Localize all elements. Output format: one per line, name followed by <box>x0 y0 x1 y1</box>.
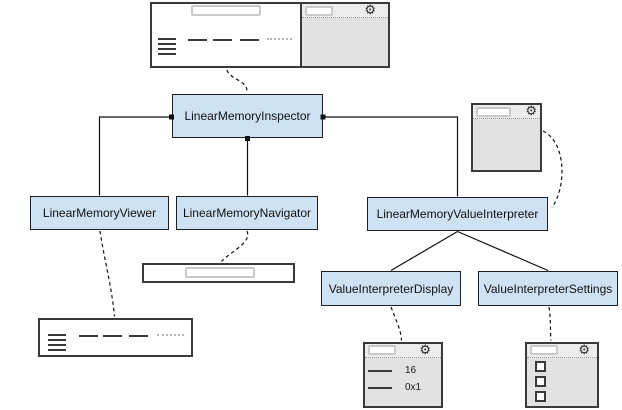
viewer-ui-mock <box>38 318 193 357</box>
component-label: LinearMemoryNavigator <box>182 206 312 220</box>
value-dash-decoration <box>368 369 392 372</box>
settings-panel-mock: ⚙ <box>525 342 599 408</box>
connector-dashed-navigator-navigatorui <box>221 230 249 262</box>
component-interpreter-display: ValueInterpreterDisplay <box>321 271 461 306</box>
ascii-dots-decoration <box>267 38 292 40</box>
byte-dash-decoration <box>79 335 98 337</box>
connector-inspector-viewer <box>98 116 171 196</box>
value-text: 16 <box>405 365 417 376</box>
pane-header: ⚙ <box>365 342 441 358</box>
connector-interpreter-settings <box>457 230 549 272</box>
pane-header: ⚙ <box>473 103 540 119</box>
connector-interpreter-display <box>390 230 458 272</box>
gear-icon: ⚙ <box>419 342 431 357</box>
byte-dash-decoration <box>129 335 148 337</box>
component-viewer: LinearMemoryViewer <box>30 196 169 230</box>
connector-dashed-display-displayui <box>390 306 403 341</box>
pane-input-mock <box>368 345 396 355</box>
value-row: 0x1 <box>368 382 421 393</box>
component-label: LinearMemoryValueInterpreter <box>376 207 539 221</box>
byte-dash-decoration <box>103 335 122 337</box>
component-label: LinearMemoryInspector <box>184 109 311 123</box>
component-label: ValueInterpreterSettings <box>483 281 613 296</box>
memory-rows-decoration <box>158 38 176 58</box>
connector-inspector-interpreter <box>323 116 459 197</box>
address-input-mock <box>185 267 255 278</box>
component-value-interpreter: LinearMemoryValueInterpreter <box>367 197 548 231</box>
pane-input-mock <box>305 6 333 16</box>
checkbox-mock <box>535 391 546 402</box>
byte-dash-decoration <box>188 39 207 41</box>
gear-icon: ⚙ <box>525 103 537 118</box>
connector-dashed-viewer-viewerui <box>99 230 116 317</box>
checkbox-mock <box>535 361 546 372</box>
gear-icon: ⚙ <box>364 2 376 17</box>
pane-input-mock <box>476 107 511 117</box>
checkbox-mock <box>535 376 546 387</box>
component-label: LinearMemoryViewer <box>42 206 157 220</box>
interpreter-pane-mock: ⚙ <box>300 2 388 66</box>
component-navigator: LinearMemoryNavigator <box>176 196 318 230</box>
interpreter-panel-mock: ⚙ <box>471 103 542 172</box>
navigator-input-mock <box>142 263 295 283</box>
byte-dash-decoration <box>240 39 259 41</box>
value-dash-decoration <box>368 386 392 389</box>
pane-input-mock <box>530 345 558 355</box>
value-text: 0x1 <box>405 382 422 393</box>
component-inspector: LinearMemoryInspector <box>172 94 323 138</box>
pane-header: ⚙ <box>527 342 597 358</box>
pane-header: ⚙ <box>302 2 388 18</box>
component-interpreter-settings: ValueInterpreterSettings <box>478 271 618 306</box>
display-panel-mock: ⚙ 16 0x1 <box>363 342 443 408</box>
connector-dashed-settings-settingsui <box>548 306 552 341</box>
memory-rows-decoration <box>48 334 66 354</box>
byte-dash-decoration <box>213 39 232 41</box>
component-label: ValueInterpreterDisplay <box>328 281 454 296</box>
value-row: 16 <box>368 365 416 376</box>
connector-dashed-inspectorui-inspector <box>226 69 248 94</box>
inspector-ui-mock: ⚙ <box>150 2 390 68</box>
gear-icon: ⚙ <box>578 342 590 357</box>
ascii-dots-decoration <box>157 334 184 336</box>
address-input-mock <box>191 5 261 16</box>
